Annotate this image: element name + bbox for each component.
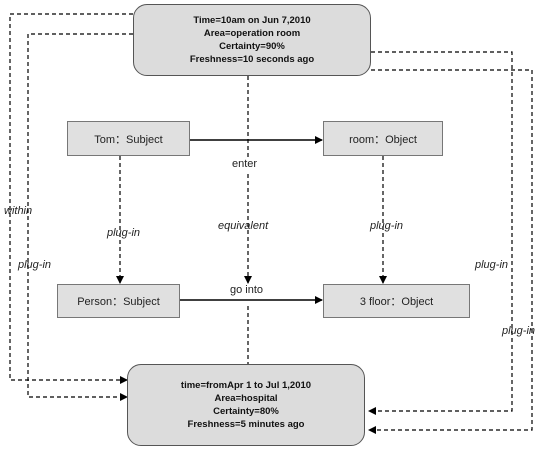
outer-left-plug-in-label: plug-in [18,259,52,271]
go-into-label: go into [230,284,264,297]
top-context-box: Time=10am on Jun 7,2010 Area=operation r… [133,4,371,76]
outer-left-plug-in-edge [27,33,133,401]
outer-right-plug-in-label-2: plug-in [502,325,536,337]
room-object-node: room：Object [323,121,443,156]
within-label: within [4,205,33,217]
top-context-line: Time=10am on Jun 7,2010 [193,15,311,26]
plug-in-left-label: plug-in [107,227,141,239]
outer-right-plug-in-label-1: plug-in [475,259,509,271]
within-edge [9,13,133,384]
top-context-line: Certainty=90% [219,41,285,52]
bottom-context-line: Area=hospital [214,393,278,404]
outer-right-plug-in-edge-2 [368,69,533,434]
tom-subject-node: Tom：Subject [67,121,190,156]
equivalent-label: equivalent [218,220,269,232]
bottom-context-line: Certainty=80% [213,406,279,417]
bottom-context-box: time=fromApr 1 to Jul 1,2010 Area=hospit… [127,364,365,446]
enter-label: enter [232,158,258,171]
top-context-line: Area=operation room [203,28,301,39]
person-subject-node: Person：Subject [57,284,180,318]
top-context-line: Freshness=10 seconds ago [189,54,315,65]
bottom-context-line: Freshness=5 minutes ago [187,419,305,430]
floor-object-node: 3 floor：Object [323,284,470,318]
plug-in-right-label: plug-in [370,220,404,232]
bottom-context-line: time=fromApr 1 to Jul 1,2010 [180,380,312,391]
outer-right-plug-in-edge-1 [368,51,513,415]
